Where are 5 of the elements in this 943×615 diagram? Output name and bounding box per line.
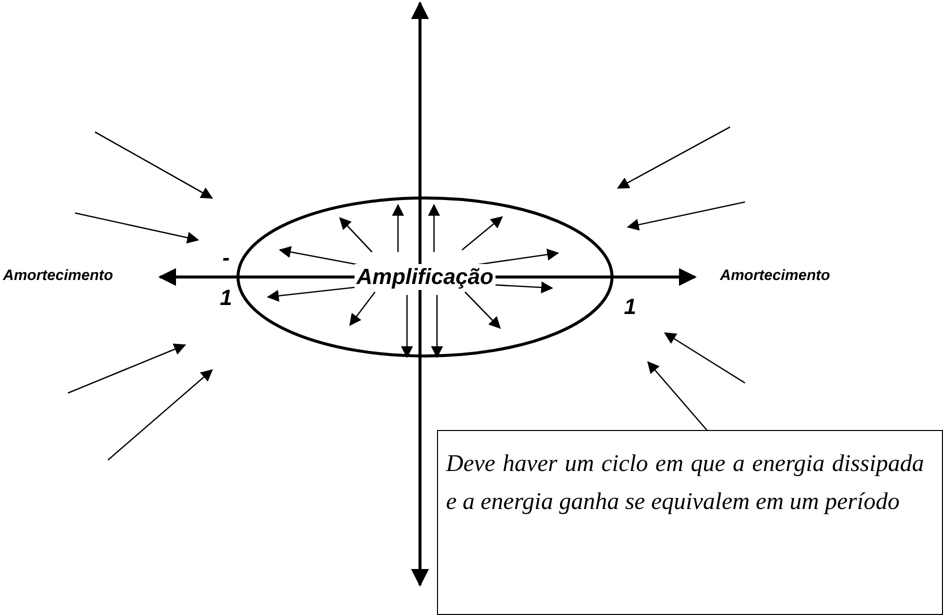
note-box <box>437 430 943 615</box>
ellipse-label: Amplificação <box>354 264 496 290</box>
axis-value: - 1 <box>218 244 234 312</box>
note-text: Deve haver um ciclo em que a energia dissipada e a energia ganha se equivalem em um período <box>446 450 924 517</box>
axis-value: 1 <box>624 294 636 320</box>
